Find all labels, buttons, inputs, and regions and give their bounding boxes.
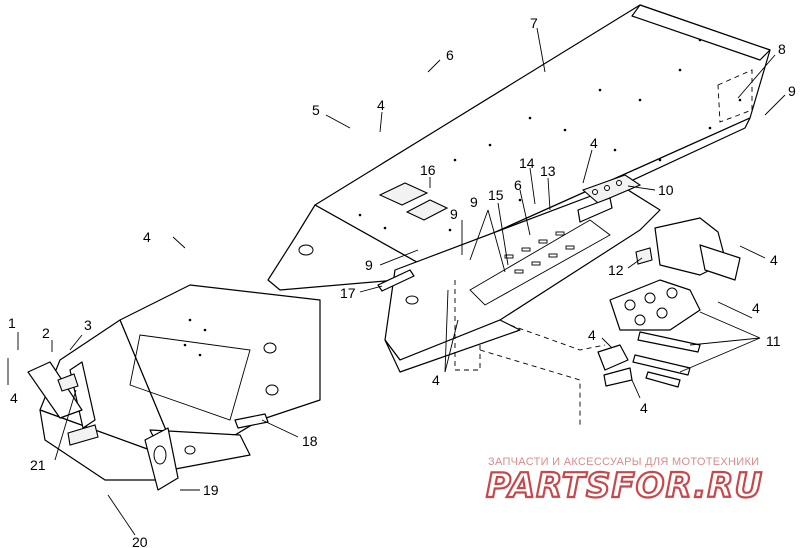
callout-16: 16 xyxy=(420,162,436,178)
leader-lines xyxy=(7,27,786,536)
callout-9: 9 xyxy=(470,194,478,210)
callout-4: 4 xyxy=(590,135,598,151)
callout-18: 18 xyxy=(302,433,318,449)
callout-3: 3 xyxy=(84,317,92,333)
callout-5: 5 xyxy=(312,102,320,118)
callout-4: 4 xyxy=(752,300,760,316)
callout-13: 13 xyxy=(540,163,556,179)
rear-frame-part-18 xyxy=(27,284,321,491)
watermark-tagline: ЗАПЧАСТИ И АКСЕССУАРЫ ДЛЯ МОТОТЕХНИКИ xyxy=(488,456,759,468)
callout-19: 19 xyxy=(203,482,219,498)
chassis-rail xyxy=(377,174,661,425)
callout-4: 4 xyxy=(770,252,778,268)
callout-4: 4 xyxy=(640,400,648,416)
callout-21: 21 xyxy=(30,457,46,473)
callout-6: 6 xyxy=(446,47,454,63)
callout-17: 17 xyxy=(340,285,356,301)
callout-1: 1 xyxy=(8,315,16,331)
callout-11: 11 xyxy=(766,333,781,349)
callout-4: 4 xyxy=(588,327,596,343)
callout-20: 20 xyxy=(132,534,148,548)
callout-4: 4 xyxy=(377,97,385,113)
callout-7: 7 xyxy=(530,15,538,31)
watermark-logo: PARTSFOR.RU xyxy=(486,466,763,506)
callout-15: 15 xyxy=(488,187,504,203)
callout-2: 2 xyxy=(42,325,50,341)
callout-6: 6 xyxy=(514,177,522,193)
callout-9: 9 xyxy=(365,257,373,273)
suspension-parts-11-12 xyxy=(597,217,741,388)
callout-9: 9 xyxy=(450,206,458,222)
callout-4: 4 xyxy=(10,390,18,406)
callout-4: 4 xyxy=(432,372,440,388)
callouts: 7 8 9 6 5 4 16 4 14 13 10 6 15 9 9 9 17 … xyxy=(8,15,796,548)
callout-4: 4 xyxy=(143,229,151,245)
callout-14: 14 xyxy=(519,155,535,171)
callout-12: 12 xyxy=(608,262,624,278)
watermark: ЗАПЧАСТИ И АКСЕССУАРЫ ДЛЯ МОТОТЕХНИКИ PA… xyxy=(485,456,763,507)
callout-8: 8 xyxy=(778,41,786,57)
callout-9: 9 xyxy=(788,83,796,99)
callout-10: 10 xyxy=(658,182,674,198)
